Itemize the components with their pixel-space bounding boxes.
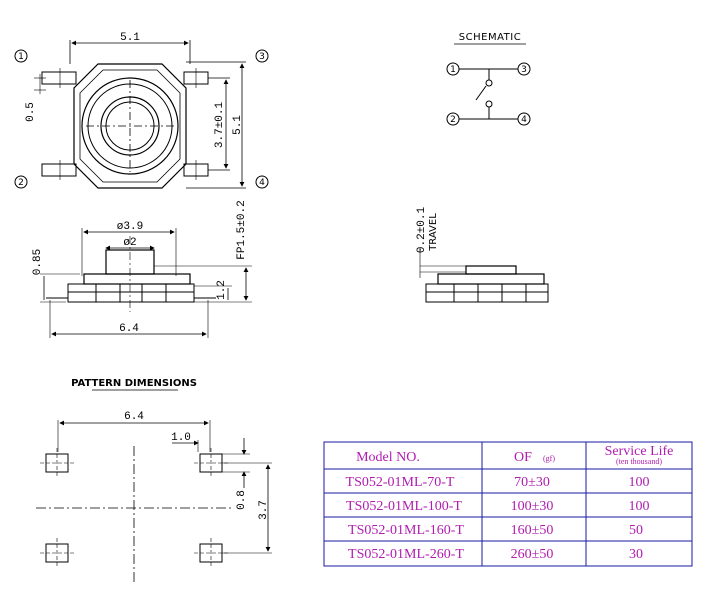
table-row-2-model: TS052-01ML-100-T (346, 499, 462, 514)
travel-dim: 0.2±0.1 (416, 207, 428, 254)
pattern-title: PATTERN DIMENSIONS (71, 378, 197, 389)
travel-view (419, 248, 549, 303)
top-dim-lead: 0.5 (25, 102, 37, 122)
side-dim-body-height: 1.2 (216, 280, 228, 300)
pin-label-1: 1 (18, 52, 24, 62)
table-row-2-life: 100 (629, 499, 650, 514)
schematic-pin-3: 3 (521, 65, 527, 75)
schematic-symbol (446, 43, 531, 126)
schematic-title: SCHEMATIC (459, 32, 521, 43)
table-header-life: Service Life (605, 444, 674, 459)
pattern-view (36, 389, 272, 582)
pin-label-4: 4 (259, 178, 265, 188)
pattern-dim-pad: 1.0 (171, 432, 191, 444)
side-dim-inner-dia: ø2 (123, 237, 136, 249)
schematic-pin-1: 1 (450, 65, 456, 75)
travel-label: TRAVEL (428, 213, 439, 252)
table-row-3-model: TS052-01ML-160-T (348, 523, 464, 538)
table-row-1-life: 100 (629, 475, 650, 490)
table-row-3-life: 50 (629, 523, 643, 538)
table-row-1-model: TS052-01ML-70-T (346, 475, 455, 490)
top-dim-width: 5.1 (120, 32, 140, 44)
pattern-dim-pad-height: 0.8 (236, 490, 248, 510)
pin-label-2: 2 (18, 178, 24, 188)
pattern-dim-width: 6.4 (124, 411, 144, 423)
table-header-of-unit: (gf) (543, 454, 555, 463)
table-row-4-life: 30 (629, 547, 643, 562)
table-header-model: Model NO. (356, 450, 420, 465)
side-view (40, 228, 252, 338)
table-row-3-of: 160±50 (511, 523, 554, 538)
top-dim-height: 5.1 (232, 115, 244, 135)
table-header-life-unit: (ten thousand) (616, 457, 662, 466)
table-header-of: OF (514, 450, 532, 465)
side-dim-width: 6.4 (119, 323, 139, 335)
top-view (14, 40, 269, 189)
top-dim-inner: 3.7±0.1 (214, 102, 226, 149)
side-dim-base: 0.85 (32, 249, 44, 275)
side-dim-total-height: FP1.5±0.2 (236, 200, 248, 259)
spec-table (323, 441, 693, 567)
side-dim-outer-dia: ø3.9 (117, 221, 143, 233)
table-row-2-of: 100±30 (511, 499, 554, 514)
pattern-dim-height: 3.7 (258, 500, 270, 520)
pin-label-3: 3 (259, 52, 265, 62)
table-row-4-model: TS052-01ML-260-T (348, 547, 464, 562)
table-row-1-of: 70±30 (514, 475, 550, 490)
schematic-pin-4: 4 (521, 115, 527, 125)
schematic-pin-2: 2 (450, 115, 456, 125)
table-row-4-of: 260±50 (511, 547, 554, 562)
